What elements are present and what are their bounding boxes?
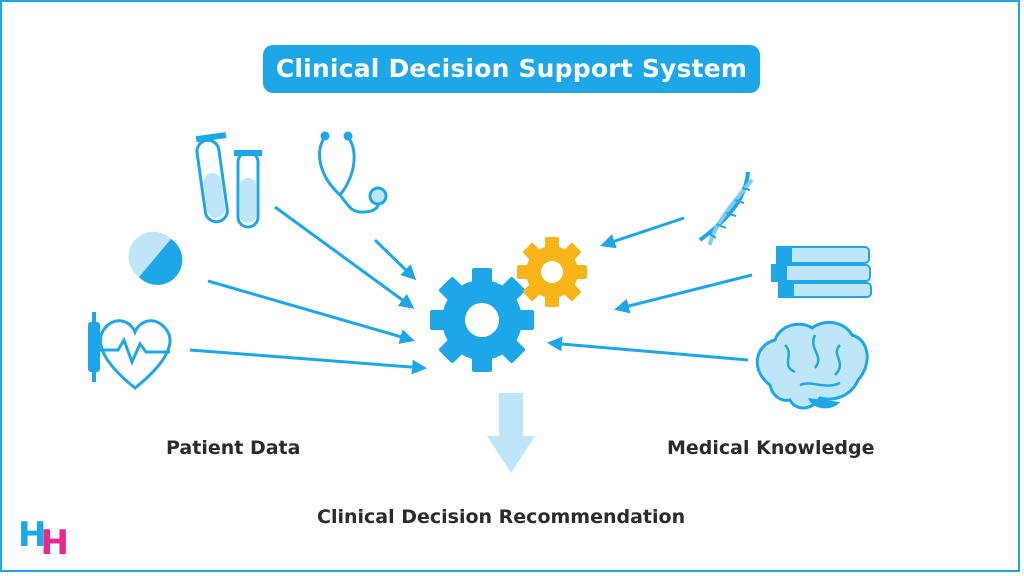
patient-data-label: Patient Data (166, 437, 301, 459)
arrow-books (614, 273, 753, 314)
test-tubes-icon (195, 132, 262, 229)
yellow-gear-icon (517, 237, 587, 307)
stethoscope-icon (318, 131, 388, 214)
recommendation-label: Clinical Decision Recommendation (317, 506, 686, 528)
down-arrow-icon (487, 393, 535, 473)
diagram-title: Clinical Decision Support System (263, 45, 760, 93)
arrow-test-tubes (274, 205, 415, 309)
pill-capsule-icon (128, 231, 183, 285)
books-icon (771, 246, 872, 298)
heart-rate-icon (88, 312, 172, 390)
arrow-pill (207, 279, 415, 344)
blue-gear-icon (430, 268, 534, 372)
arrow-brain (547, 336, 749, 362)
dna-icon (698, 171, 754, 246)
logo-letter-1: H (18, 515, 47, 555)
logo-letter-2: H (40, 523, 69, 563)
input-arrows-left (189, 205, 427, 375)
input-arrows-right (547, 216, 753, 362)
medical-knowledge-label: Medical Knowledge (667, 437, 875, 459)
arrow-stethoscope (373, 238, 417, 281)
brain-icon (755, 320, 869, 410)
hh-logo: HH (18, 515, 69, 563)
arrow-dna (600, 216, 685, 249)
arrow-heart (189, 348, 427, 375)
